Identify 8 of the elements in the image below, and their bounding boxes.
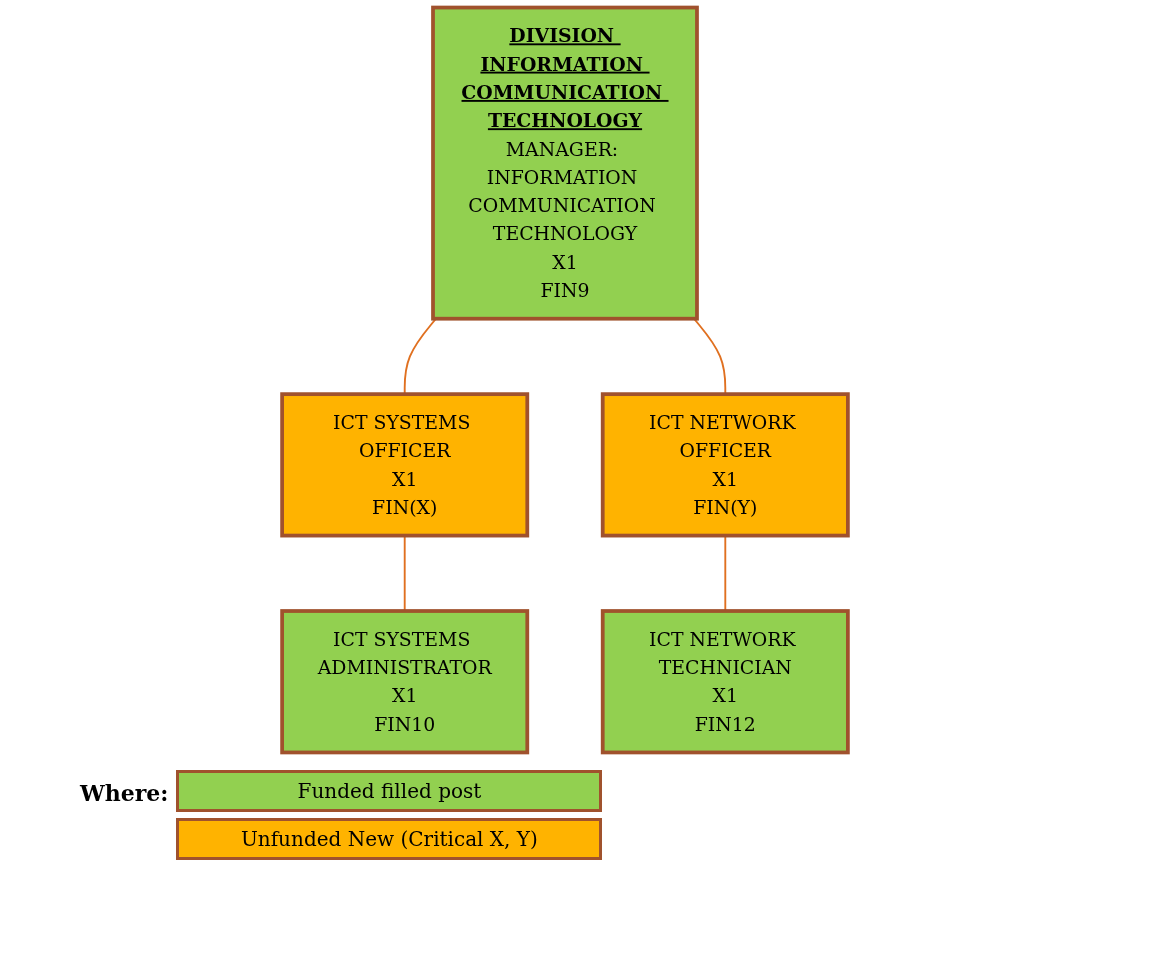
node-box: ICT SYSTEMS OFFICER X1 FIN(X) <box>280 392 530 538</box>
node-box: ICT NETWORK OFFICER X1 FIN(Y) <box>600 392 850 538</box>
node-box: DIVISION INFORMATION COMMUNICATION TECHNOLOGY MANAGER: INFORMATION COMMUNICATION TECHNOLOGY X1 FIN9 <box>431 5 699 321</box>
legend-swatch: Funded filled post <box>176 770 603 812</box>
legend-swatch: Unfunded New (Critical X, Y) <box>176 818 603 860</box>
node-box: ICT SYSTEMS ADMINISTRATOR X1 FIN10 <box>280 609 530 755</box>
node-box: ICT NETWORK TECHNICIAN X1 FIN12 <box>600 609 850 755</box>
legend-heading: Where: <box>80 779 169 806</box>
